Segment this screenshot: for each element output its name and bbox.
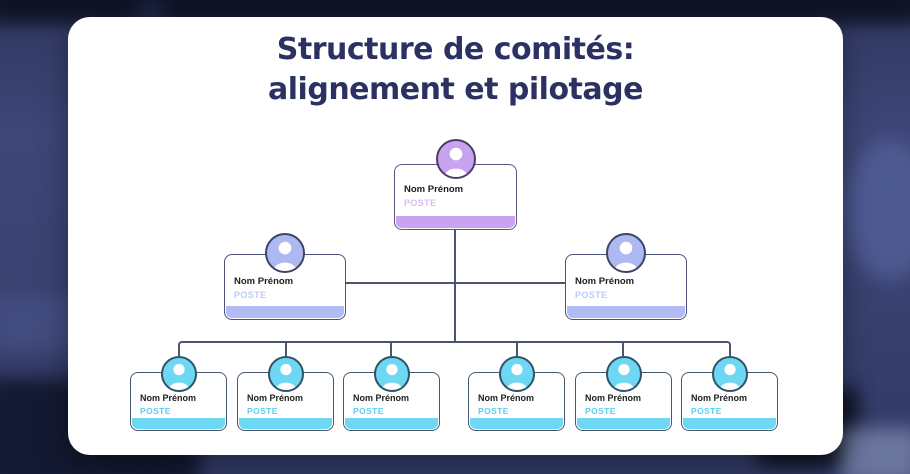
connector-level3-bus	[178, 341, 731, 356]
member-name: Nom Prénom	[404, 184, 464, 195]
person-icon	[506, 364, 527, 390]
person-icon	[381, 364, 402, 390]
person-avatar	[267, 356, 304, 392]
person-avatar	[606, 233, 646, 273]
member-role: POSTE	[247, 406, 278, 416]
org-card-member-3: Nom Prénom POSTE	[343, 356, 440, 431]
member-name: Nom Prénom	[234, 276, 294, 287]
person-avatar	[711, 356, 748, 392]
member-role: POSTE	[140, 406, 171, 416]
member-name: Nom Prénom	[140, 393, 197, 403]
card-accent-bar	[396, 216, 515, 228]
card-accent-bar	[239, 418, 332, 429]
page-title-line2: alignement et pilotage	[268, 72, 643, 107]
member-role: POSTE	[585, 406, 616, 416]
org-card-member-5: Nom Prénom POSTE	[575, 356, 672, 431]
org-card-member-4: Nom Prénom POSTE	[468, 356, 565, 431]
card-accent-bar	[577, 418, 670, 429]
person-avatar	[160, 356, 197, 392]
org-card-manager-left: Nom Prénom POSTE	[224, 233, 346, 320]
background-dark-band	[0, 0, 910, 22]
connector-level2-horizontal	[346, 282, 565, 284]
person-icon	[614, 241, 638, 271]
connector-drop-5	[622, 342, 624, 356]
member-name: Nom Prénom	[478, 393, 535, 403]
person-icon	[273, 241, 297, 271]
member-role: POSTE	[234, 290, 267, 300]
member-role: POSTE	[353, 406, 384, 416]
person-icon	[168, 364, 189, 390]
member-name: Nom Prénom	[585, 393, 642, 403]
person-avatar	[265, 233, 305, 273]
background-desk-surface	[840, 428, 910, 474]
member-name: Nom Prénom	[353, 393, 410, 403]
member-role: POSTE	[404, 198, 437, 208]
person-icon	[275, 364, 296, 390]
org-card-root: Nom Prénom POSTE	[394, 139, 517, 230]
org-card-member-2: Nom Prénom POSTE	[237, 356, 334, 431]
member-role: POSTE	[478, 406, 509, 416]
org-card-member-1: Nom Prénom POSTE	[130, 356, 227, 431]
page-title-line1: Structure de comités:	[276, 32, 635, 67]
person-avatar	[498, 356, 535, 392]
person-avatar	[605, 356, 642, 392]
card-accent-bar	[567, 306, 685, 318]
org-card-manager-right: Nom Prénom POSTE	[565, 233, 687, 320]
connector-root-vertical	[454, 230, 456, 342]
org-card-member-6: Nom Prénom POSTE	[681, 356, 778, 431]
card-accent-bar	[226, 306, 344, 318]
person-avatar	[435, 139, 476, 179]
card-accent-bar	[345, 418, 438, 429]
person-avatar	[373, 356, 410, 392]
member-name: Nom Prénom	[575, 276, 635, 287]
card-accent-bar	[683, 418, 776, 429]
background-light-area	[845, 140, 910, 280]
member-role: POSTE	[691, 406, 722, 416]
person-icon	[613, 364, 634, 390]
person-icon	[443, 147, 468, 177]
connector-drop-4	[516, 342, 518, 356]
person-icon	[719, 364, 740, 390]
page-title: Structure de comités: alignement et pilo…	[68, 30, 843, 110]
member-role: POSTE	[575, 290, 608, 300]
card-accent-bar	[470, 418, 563, 429]
card-accent-bar	[132, 418, 225, 429]
connector-drop-2	[285, 342, 287, 356]
member-name: Nom Prénom	[691, 393, 748, 403]
member-name: Nom Prénom	[247, 393, 304, 403]
connector-drop-3	[390, 342, 392, 356]
